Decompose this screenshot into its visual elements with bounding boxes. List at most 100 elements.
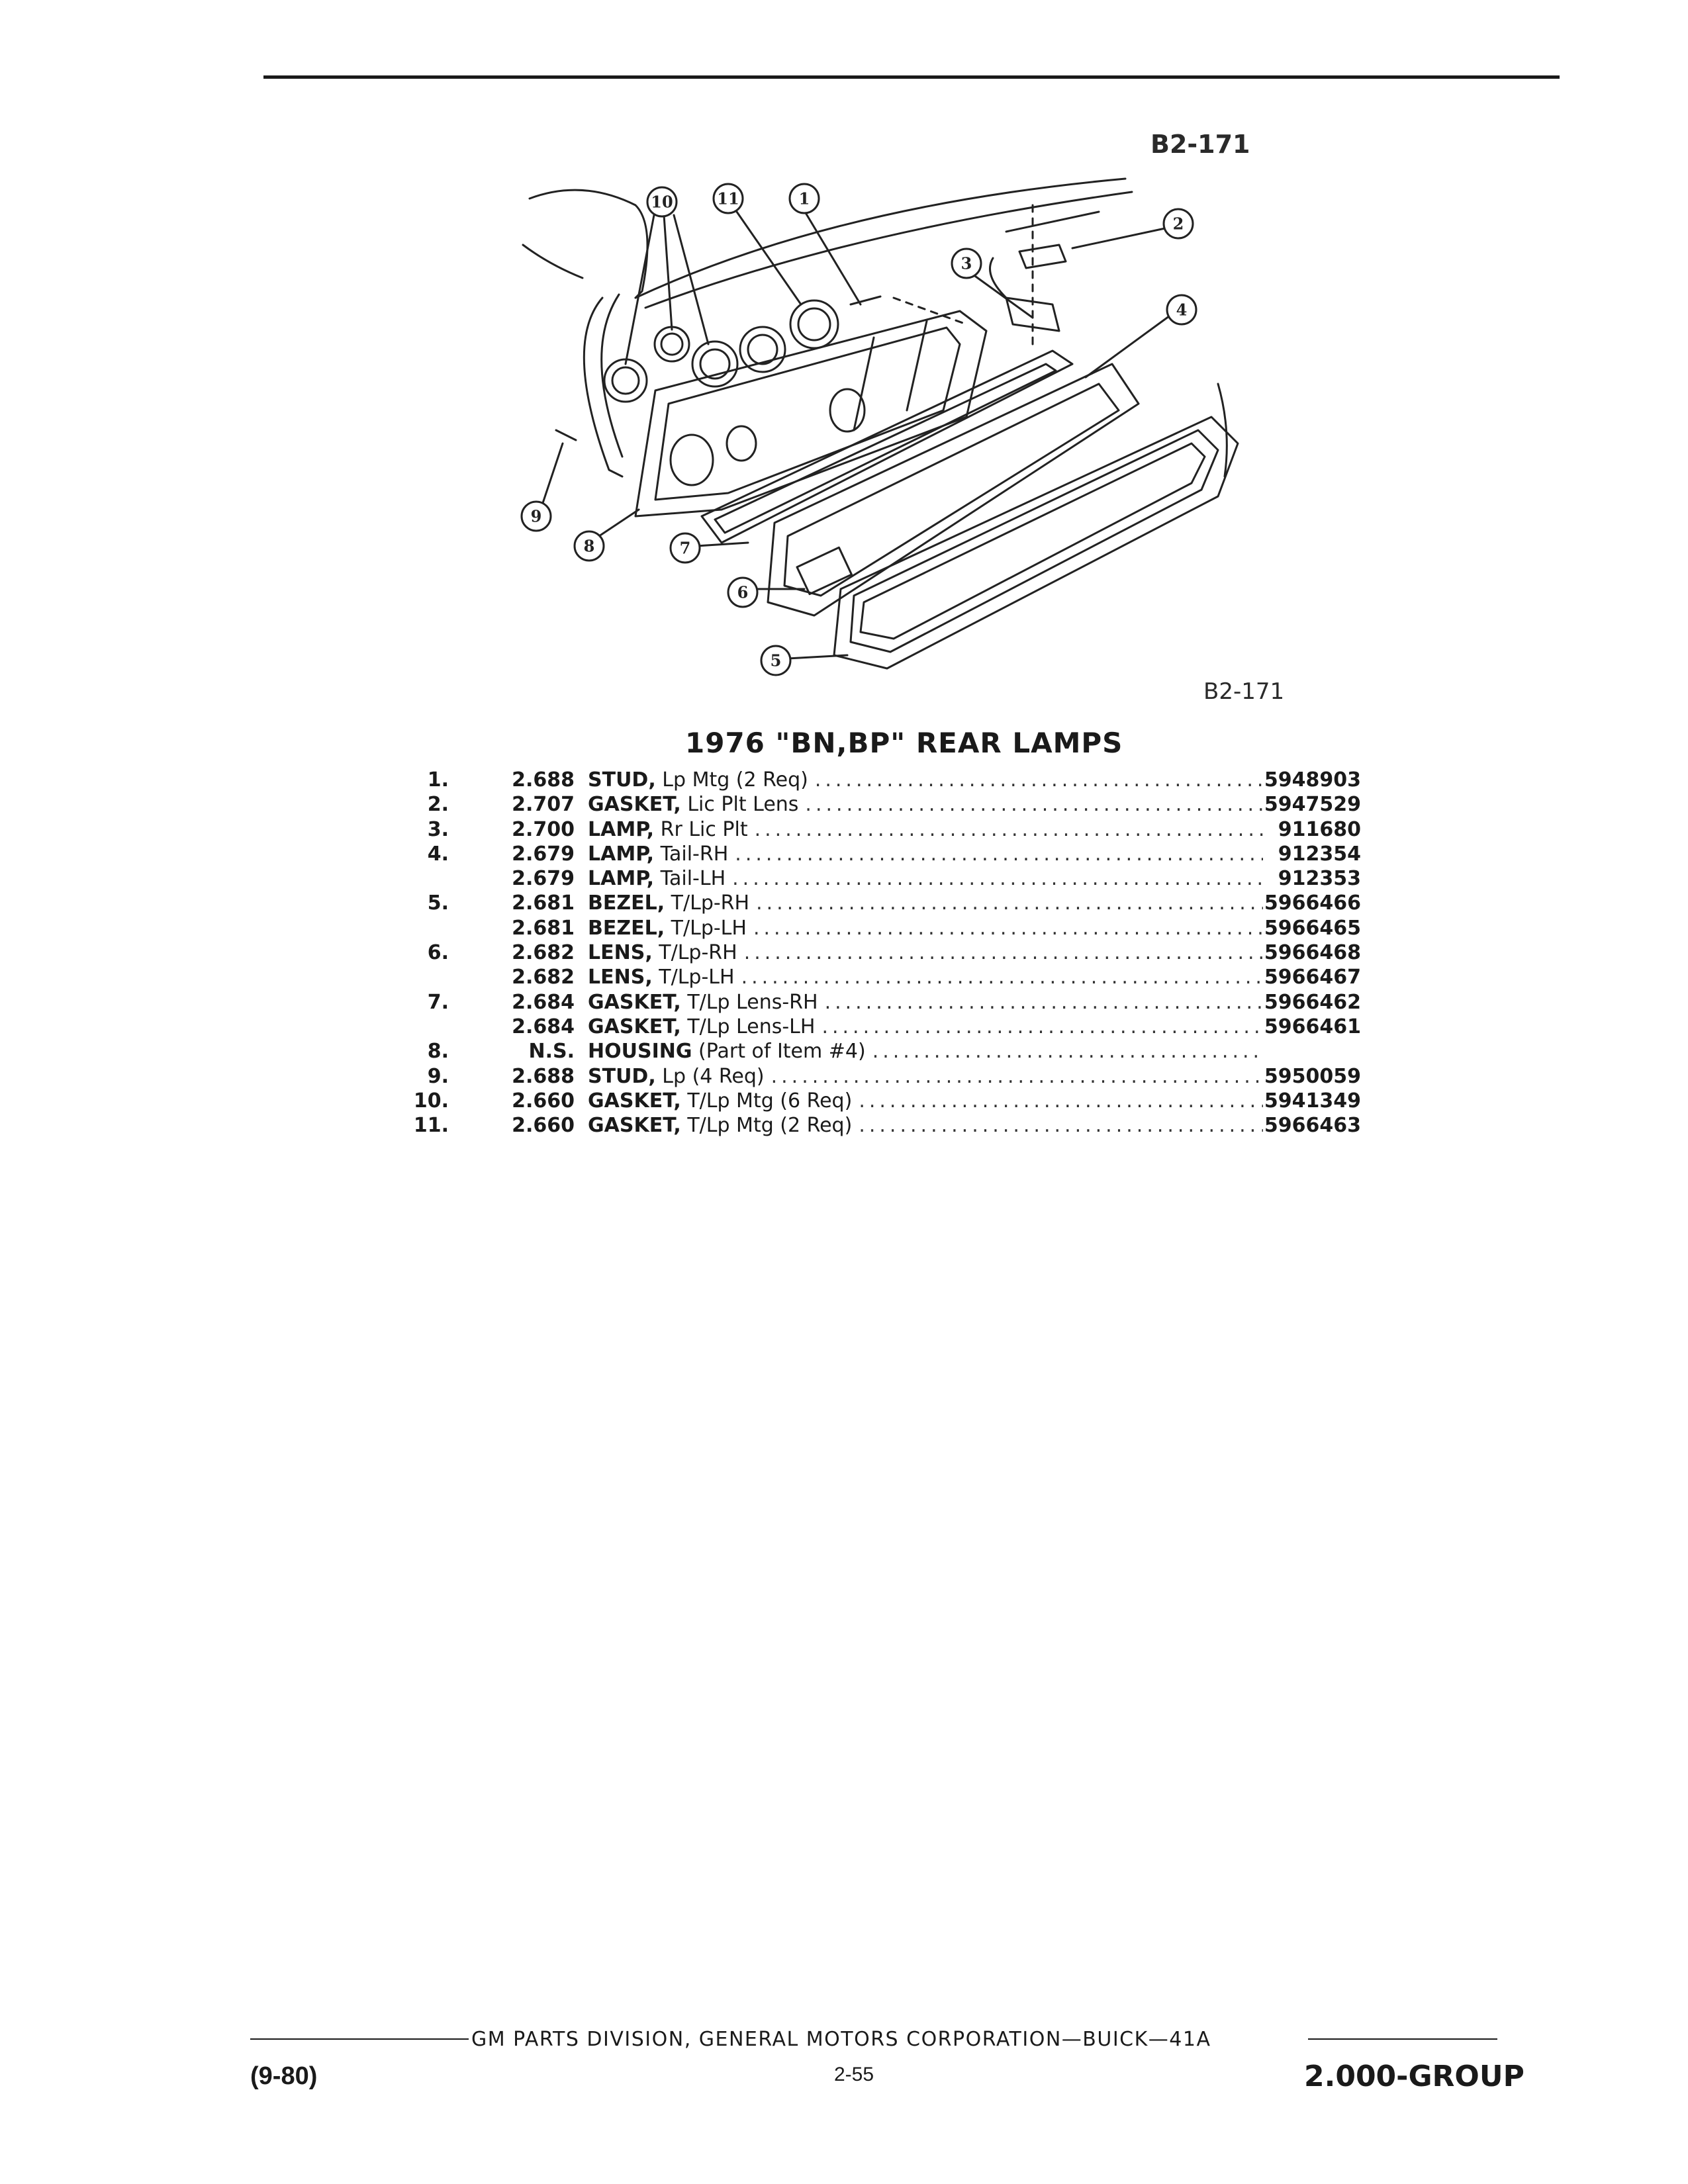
leader-dots: ........................................… bbox=[872, 1040, 1263, 1064]
part-description: LAMP, Tail-RH...........................… bbox=[588, 842, 1263, 866]
callout-2-label: 2 bbox=[1173, 214, 1184, 234]
header-rule bbox=[263, 75, 1560, 79]
group-number: 2.681 bbox=[512, 891, 575, 915]
callout-3-circle bbox=[951, 248, 982, 279]
fender-edge bbox=[583, 296, 624, 478]
parts-row: 8.N.S.HOUSING (Part of Item #4).........… bbox=[371, 1039, 1403, 1064]
trunk-lid-line-2 bbox=[644, 191, 1133, 309]
callout-11-circle bbox=[712, 183, 744, 214]
part-number: 5966466 bbox=[1264, 891, 1361, 915]
group-number: 2.679 bbox=[512, 867, 575, 891]
dash-line-2 bbox=[892, 296, 968, 326]
parts-row: 2.681 BEZEL, T/Lp-LH.....................… bbox=[371, 916, 1403, 940]
leader-dots: ........................................… bbox=[771, 1064, 1263, 1088]
license-lamp-wire bbox=[989, 257, 1008, 299]
leader-10-a bbox=[624, 214, 655, 365]
housing-inner bbox=[654, 326, 961, 501]
leader-10-b bbox=[663, 214, 673, 331]
item-number: 5. bbox=[427, 891, 449, 915]
lens-inner bbox=[783, 383, 1120, 597]
part-detail: Rr Lic Plt bbox=[660, 817, 748, 841]
part-name: GASKET, bbox=[588, 1114, 681, 1138]
item-number: 1. bbox=[427, 768, 449, 792]
callout-8-circle bbox=[573, 530, 605, 562]
callout-7-circle bbox=[669, 532, 701, 564]
group-number: 2.684 bbox=[512, 1015, 575, 1038]
group-number: N.S. bbox=[528, 1040, 575, 1064]
part-detail: Tail-LH bbox=[660, 867, 726, 891]
leader-9 bbox=[541, 442, 564, 504]
part-description: STUD, Lp Mtg (2 Req)....................… bbox=[588, 768, 1263, 792]
part-number: 5941349 bbox=[1264, 1089, 1361, 1113]
part-description: GASKET, T/Lp Lens-LH....................… bbox=[588, 1015, 1263, 1039]
leader-dots: ........................................… bbox=[735, 842, 1263, 866]
part-description: BEZEL, T/Lp-LH..........................… bbox=[588, 916, 1263, 940]
group-number: 2.660 bbox=[512, 1114, 575, 1138]
part-detail: T/Lp Mtg (2 Req) bbox=[687, 1114, 853, 1138]
callout-6-circle bbox=[727, 576, 759, 608]
bezel-inner-2 bbox=[859, 442, 1206, 640]
bezel-inner bbox=[849, 429, 1219, 653]
callout-1-label: 1 bbox=[799, 189, 810, 208]
leader-10-c bbox=[673, 214, 710, 345]
part-number: 5966462 bbox=[1264, 990, 1361, 1014]
part-number: 5966463 bbox=[1264, 1114, 1361, 1138]
leader-3 bbox=[972, 273, 1034, 319]
leader-dots: ........................................… bbox=[741, 966, 1263, 989]
lens-reflector bbox=[796, 546, 853, 596]
callout-5-circle bbox=[760, 645, 792, 676]
part-name: BEZEL, bbox=[588, 916, 665, 940]
housing-socket-2 bbox=[829, 388, 866, 433]
figure-code-top: B2-171 bbox=[1150, 130, 1250, 159]
part-description: GASKET, T/Lp Lens-RH....................… bbox=[588, 990, 1263, 1015]
socket-ring-c-inner bbox=[747, 334, 778, 365]
section-title: 1976 "BN,BP" REAR LAMPS bbox=[685, 727, 1123, 759]
stud-top bbox=[849, 295, 882, 306]
part-detail: T/Lp-LH bbox=[671, 916, 747, 940]
group-number: 2.688 bbox=[512, 1064, 575, 1088]
callout-3-label: 3 bbox=[961, 254, 972, 273]
part-detail: Lp (4 Req) bbox=[662, 1064, 765, 1088]
trunk-lid-line bbox=[634, 177, 1127, 299]
part-name: LAMP, bbox=[588, 817, 655, 841]
socket-ring-d bbox=[789, 299, 839, 349]
part-detail: Lic Plt Lens bbox=[687, 793, 799, 817]
callout-1-circle bbox=[788, 183, 820, 214]
group-number: 2.700 bbox=[512, 817, 575, 841]
leader-5 bbox=[786, 654, 849, 660]
part-description: LENS, T/Lp-LH...........................… bbox=[588, 965, 1263, 989]
leader-dots: ........................................… bbox=[743, 941, 1263, 965]
leader-dots: ........................................… bbox=[824, 990, 1263, 1014]
leader-2 bbox=[1071, 227, 1166, 250]
license-lamp-bracket bbox=[1005, 210, 1100, 233]
group-number: 2.681 bbox=[512, 916, 575, 940]
part-name: HOUSING bbox=[588, 1040, 692, 1064]
part-detail: Tail-RH bbox=[660, 842, 729, 866]
stud-left bbox=[555, 429, 577, 441]
part-detail: Lp Mtg (2 Req) bbox=[662, 768, 808, 792]
part-name: STUD, bbox=[588, 768, 656, 792]
lens-gasket-inner bbox=[714, 363, 1057, 534]
item-number: 6. bbox=[427, 941, 449, 965]
part-description: GASKET, T/Lp Mtg (2 Req)................… bbox=[588, 1113, 1263, 1138]
part-name: GASKET, bbox=[588, 1089, 681, 1113]
part-detail: T/Lp-LH bbox=[659, 966, 735, 989]
leader-11 bbox=[735, 210, 802, 306]
part-name: LAMP, bbox=[588, 842, 655, 866]
exploded-view-diagram: 10 11 1 2 3 4 5 6 7 8 9 bbox=[520, 177, 1239, 676]
part-name: GASKET, bbox=[588, 990, 681, 1014]
socket-ring-e bbox=[653, 326, 690, 363]
part-name: LENS, bbox=[588, 966, 653, 989]
callout-10-label: 10 bbox=[651, 193, 673, 212]
part-name: LENS, bbox=[588, 941, 653, 965]
footer-rule-right bbox=[1308, 2038, 1497, 2040]
callout-5-label: 5 bbox=[771, 651, 782, 670]
group-number: 2.660 bbox=[512, 1089, 575, 1113]
page-number: 2-55 bbox=[834, 2064, 874, 2085]
